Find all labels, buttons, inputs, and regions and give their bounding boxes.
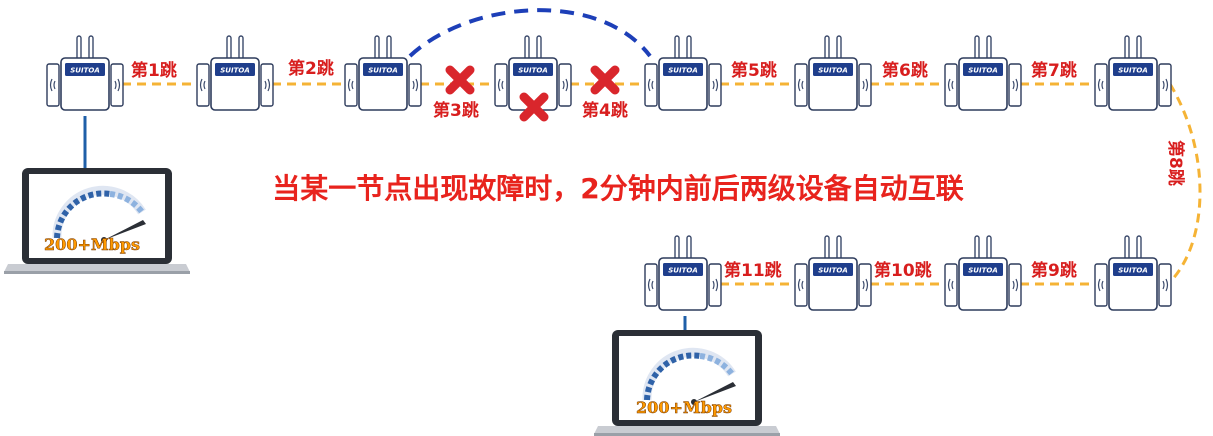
hop-label: 第9跳	[1031, 260, 1077, 281]
relay-device-3	[344, 35, 422, 111]
laptop-2: 200+Mbps	[594, 330, 780, 436]
relay-device-2	[196, 35, 274, 111]
fail-x-icon	[445, 65, 475, 95]
laptop-icon	[4, 168, 190, 274]
laptop-icon	[594, 330, 780, 436]
relay-device-11	[794, 235, 872, 311]
relay-device-6	[794, 35, 872, 111]
laptop-1: 200+Mbps	[4, 168, 190, 274]
fail-x-icon	[519, 92, 549, 122]
hop-label: 第2跳	[288, 58, 334, 79]
relay-device-1	[46, 35, 124, 111]
hop-label-vertical: 第8跳	[1165, 140, 1186, 186]
hop-labels: 第1跳 第2跳 第3跳 第4跳 第5跳 第6跳 第7跳 第8跳 第9跳 第10跳…	[131, 58, 1186, 281]
relay-device-9	[1094, 235, 1172, 311]
failure-marks	[445, 65, 620, 122]
hop-label: 第6跳	[882, 60, 928, 81]
relay-device-4-failed	[494, 35, 572, 111]
bypass-link	[408, 8, 652, 58]
hop-label: 第5跳	[731, 60, 777, 81]
speed-label: 200+Mbps	[44, 235, 140, 254]
hop-label: 第10跳	[874, 260, 932, 281]
relay-device-5	[644, 35, 722, 111]
hop-label: 第7跳	[1031, 60, 1077, 81]
hop-label: 第3跳	[433, 100, 479, 121]
hop-label: 第1跳	[131, 60, 177, 81]
relay-device-10	[944, 235, 1022, 311]
fail-x-icon	[590, 65, 620, 95]
failover-caption: 当某一节点出现故障时，2分钟内前后两级设备自动互联	[272, 172, 964, 205]
hop-label: 第11跳	[724, 260, 782, 281]
hop-link-8	[1168, 83, 1202, 284]
relay-device-12	[644, 235, 722, 311]
hop-label: 第4跳	[582, 100, 628, 121]
relay-device-8	[1094, 35, 1172, 111]
relay-device-7	[944, 35, 1022, 111]
speed-label: 200+Mbps	[636, 398, 732, 417]
